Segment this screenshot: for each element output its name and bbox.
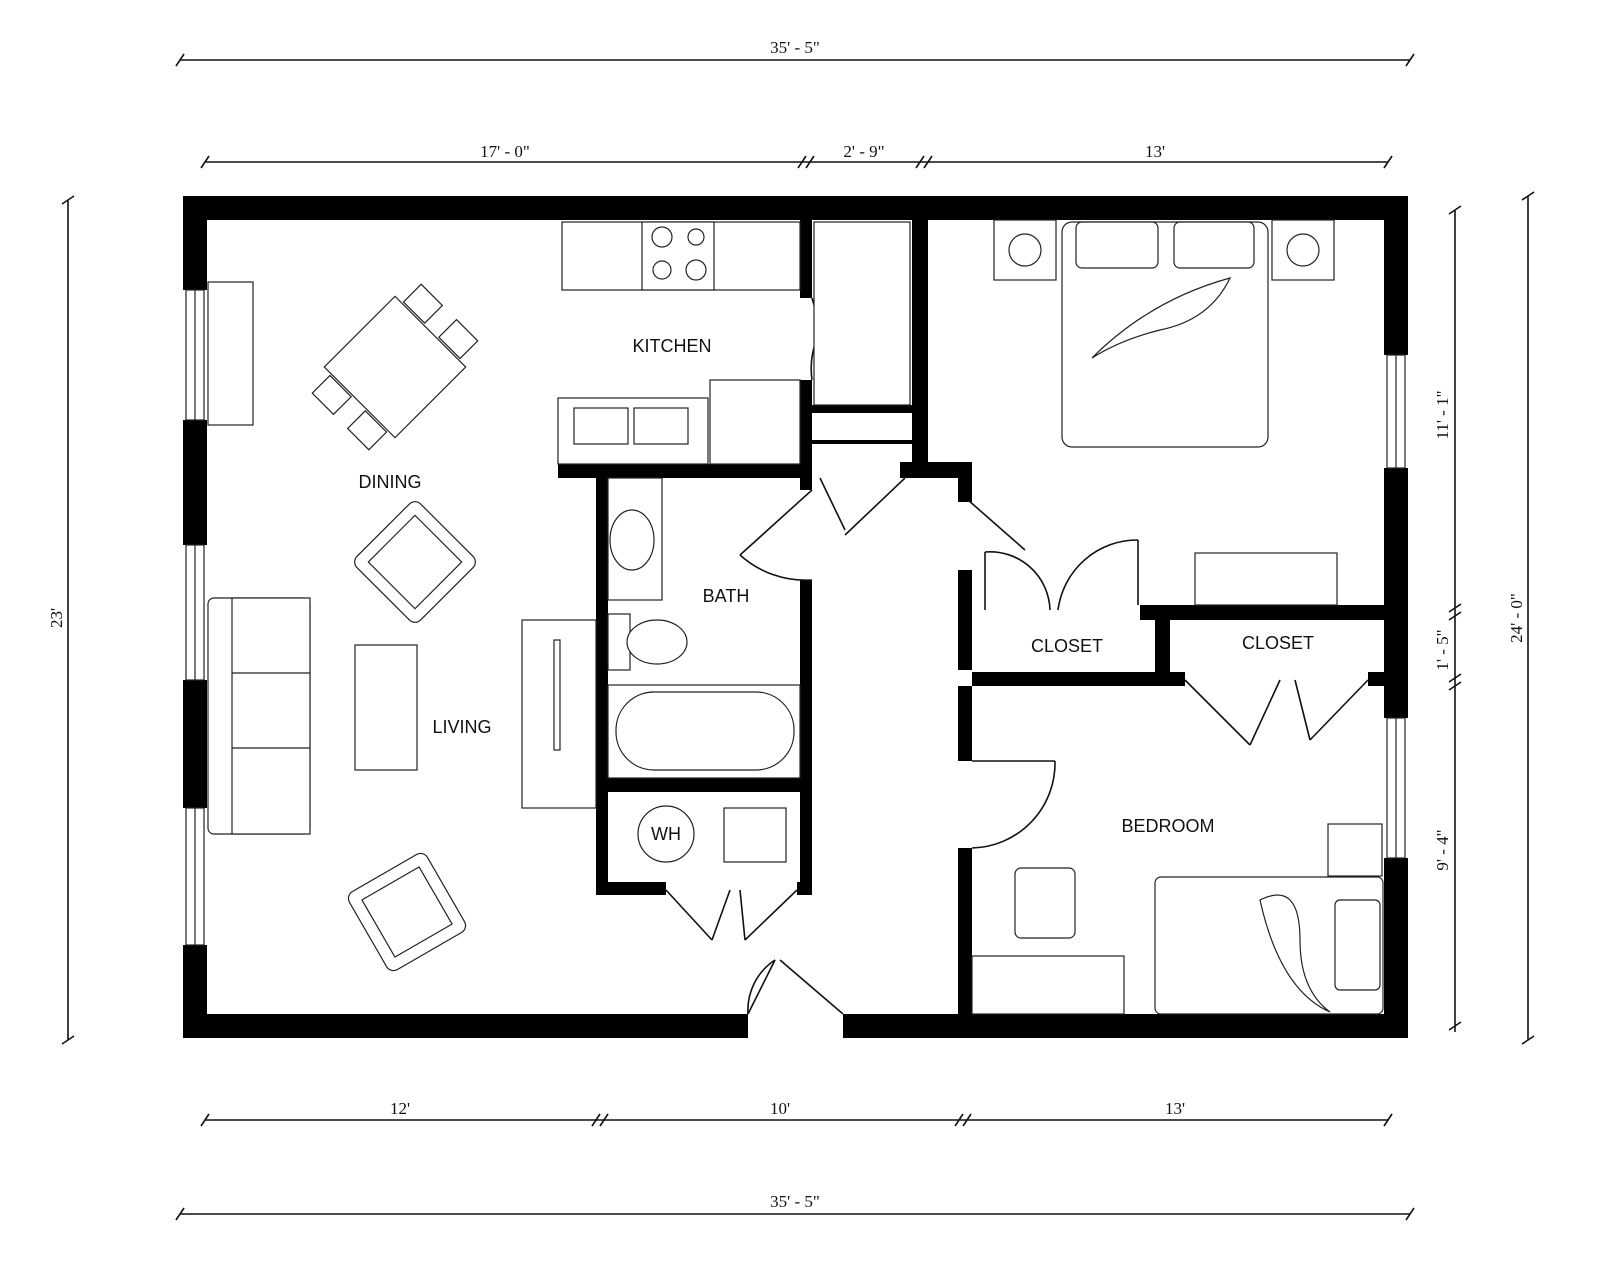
dim-right-total: 24' - 0" [1507,593,1526,643]
dim-right-lower: 9' - 4" [1433,829,1452,870]
dim-bottom-left: 12' [390,1099,410,1118]
dim-right-upper: 11' - 1" [1433,390,1452,439]
twin-bed [1154,876,1384,1015]
dresser [1194,552,1338,606]
dim-left-total: 23' [47,608,66,628]
dim-top-total: 35' - 5" [770,38,820,57]
windows [185,289,1406,946]
water-heater [637,805,695,863]
label-living: LIVING [432,717,491,737]
furniture [207,219,1384,1015]
dim-top-middle: 2' - 9" [843,142,884,161]
coffee-table [354,644,418,771]
bedside-table [1327,823,1383,877]
dim-bottom-total: 35' - 5" [770,1192,820,1211]
label-closet-2: CLOSET [1242,633,1314,653]
dim-top-left: 17' - 0" [480,142,530,161]
closet-shelf [813,221,911,406]
desk [971,955,1125,1015]
queen-bed [1061,221,1269,448]
fridge [709,379,801,465]
dim-bottom-middle: 10' [770,1099,790,1118]
label-kitchen: KITCHEN [632,336,711,356]
label-closet-1: CLOSET [1031,636,1103,656]
dim-top-right: 13' [1145,142,1165,161]
doors [665,297,1369,1015]
dining-table [323,295,467,439]
dim-bottom-right: 13' [1165,1099,1185,1118]
utility-box [723,807,787,863]
label-bath: BATH [703,586,750,606]
sideboard [207,281,254,426]
desk-chair [1014,867,1076,939]
label-dining: DINING [359,472,422,492]
label-water-heater: WH [651,824,681,844]
dimension-lines [61,53,1535,1221]
dim-right-middle: 1' - 5" [1433,629,1452,670]
label-bedroom: BEDROOM [1121,816,1214,836]
walls [183,196,1408,1038]
